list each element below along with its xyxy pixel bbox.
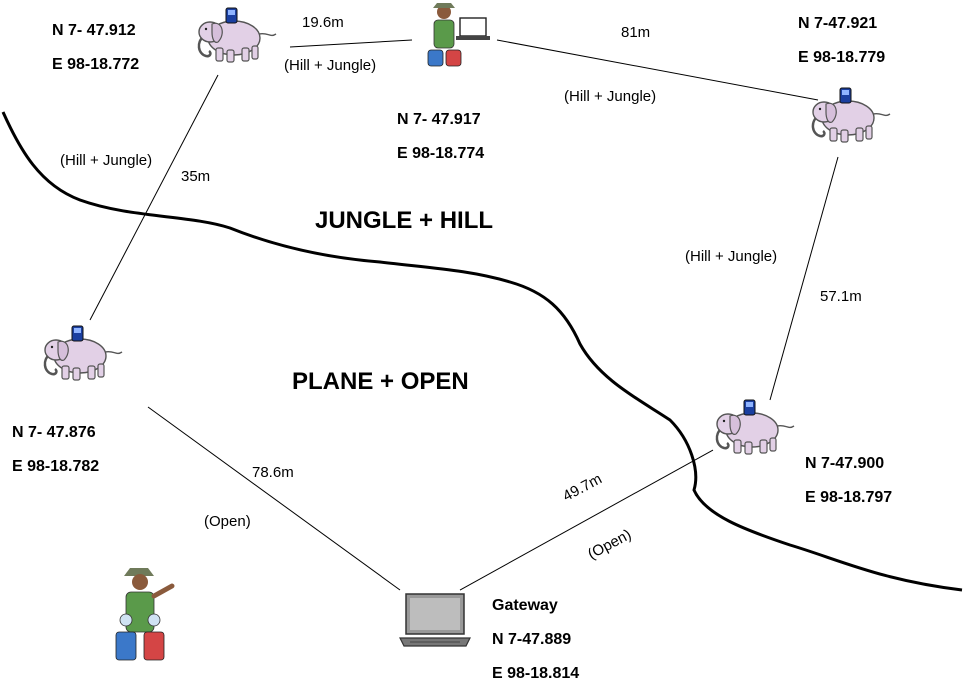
ranger-with-laptop-icon (427, 3, 490, 67)
link-tm-tr (496, 39, 819, 101)
link-l-gw-terrain: (Open) (204, 513, 251, 530)
link-tl-l-terrain: (Hill + Jungle) (60, 152, 153, 169)
link-tl-tm-distance: 19.6m (302, 14, 344, 31)
region-label-plane-open: PLANE + OPEN (292, 368, 469, 395)
gateway-latitude: N 7-47.889 (492, 631, 572, 648)
link-tm-tr-distance: 81m (621, 24, 651, 41)
gateway-longitude: E 98-18.814 (492, 665, 580, 682)
top-middle-latitude: N 7- 47.917 (397, 111, 481, 128)
elephant-top-right-icon (811, 86, 892, 144)
link-tr-r (769, 156, 839, 401)
gateway-label: Gateway (492, 597, 558, 614)
gateway-laptop-icon (399, 593, 471, 647)
link-tl-l (89, 74, 219, 321)
elephant-top-left-icon (197, 6, 278, 64)
region-label-jungle-hill: JUNGLE + HILL (315, 207, 494, 234)
top-middle-longitude: E 98-18.774 (397, 145, 485, 162)
right-latitude: N 7-47.900 (805, 455, 885, 472)
link-l-gw-distance: 78.6m (252, 464, 294, 481)
left-latitude: N 7- 47.876 (12, 424, 96, 441)
link-l-gw (147, 406, 401, 591)
right-longitude: E 98-18.797 (805, 489, 893, 506)
top-left-longitude: E 98-18.772 (52, 56, 140, 73)
elephant-left-icon (43, 324, 124, 382)
top-right-latitude: N 7-47.921 (798, 15, 878, 32)
top-left-latitude: N 7- 47.912 (52, 22, 136, 39)
elephant-right-icon (715, 398, 796, 456)
link-tl-l-distance: 35m (181, 168, 211, 185)
top-right-longitude: E 98-18.779 (798, 49, 886, 66)
link-tm-tr-terrain: (Hill + Jungle) (564, 88, 657, 105)
link-r-gw (459, 449, 714, 591)
link-tr-r-terrain: (Hill + Jungle) (685, 248, 778, 265)
left-longitude: E 98-18.782 (12, 458, 100, 475)
ranger-pointing-icon (115, 568, 175, 661)
link-tl-tm (289, 39, 413, 48)
terrain-boundary (1, 111, 963, 592)
link-tr-r-distance: 57.1m (820, 288, 862, 305)
link-tl-tm-terrain: (Hill + Jungle) (284, 57, 377, 74)
